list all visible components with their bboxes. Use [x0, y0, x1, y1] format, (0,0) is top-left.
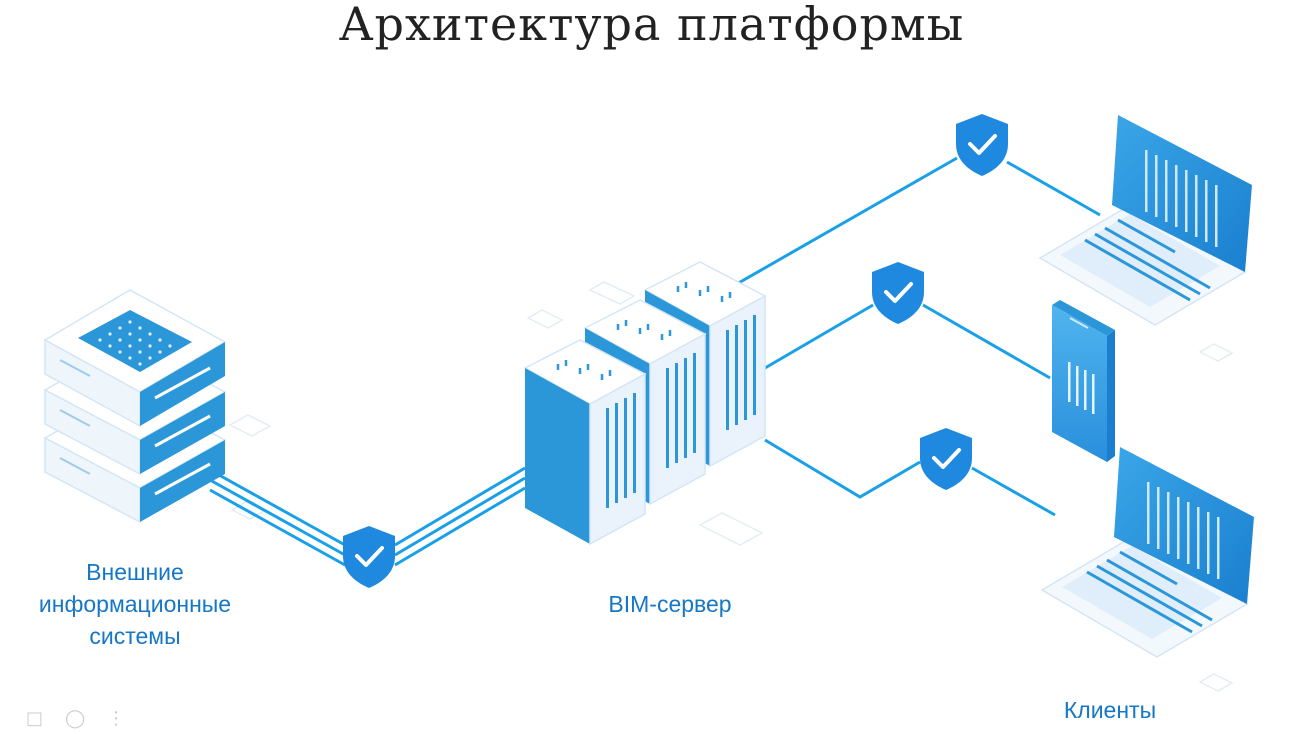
connection-external-to-bim — [209, 466, 526, 567]
phone-icon — [1052, 300, 1115, 462]
connection-bim-to-clients — [734, 156, 1101, 517]
label-clients: Клиенты — [1063, 697, 1157, 723]
floor-tiles — [228, 281, 1234, 692]
viewer-toolbar: □ ◯ ⋮ — [18, 704, 156, 734]
more-icon[interactable]: ⋮ — [107, 708, 126, 729]
page-title: Архитектура платформы — [338, 0, 965, 51]
laptop-icon-top — [1038, 115, 1252, 326]
stack-unit-top — [43, 289, 227, 428]
label-external-line2: информационные — [38, 591, 232, 617]
shield-icon-client-bottom — [920, 428, 972, 490]
label-bim-server: BIM-сервер — [608, 591, 732, 617]
server-tower-front — [523, 339, 647, 546]
external-systems-stack — [43, 289, 227, 524]
label-external-line3: системы — [89, 623, 181, 649]
label-external-systems: Внешние информационные системы — [10, 556, 260, 652]
laptop-icon-bottom — [1040, 447, 1254, 658]
label-external-line1: Внешние — [86, 559, 184, 585]
shield-icon-external — [343, 526, 395, 588]
shield-icon-client-middle — [872, 262, 924, 324]
bookmark-icon[interactable]: □ — [26, 708, 44, 729]
bim-server — [523, 261, 767, 546]
user-icon[interactable]: ◯ — [65, 708, 86, 729]
shield-icon-client-top — [956, 114, 1008, 176]
